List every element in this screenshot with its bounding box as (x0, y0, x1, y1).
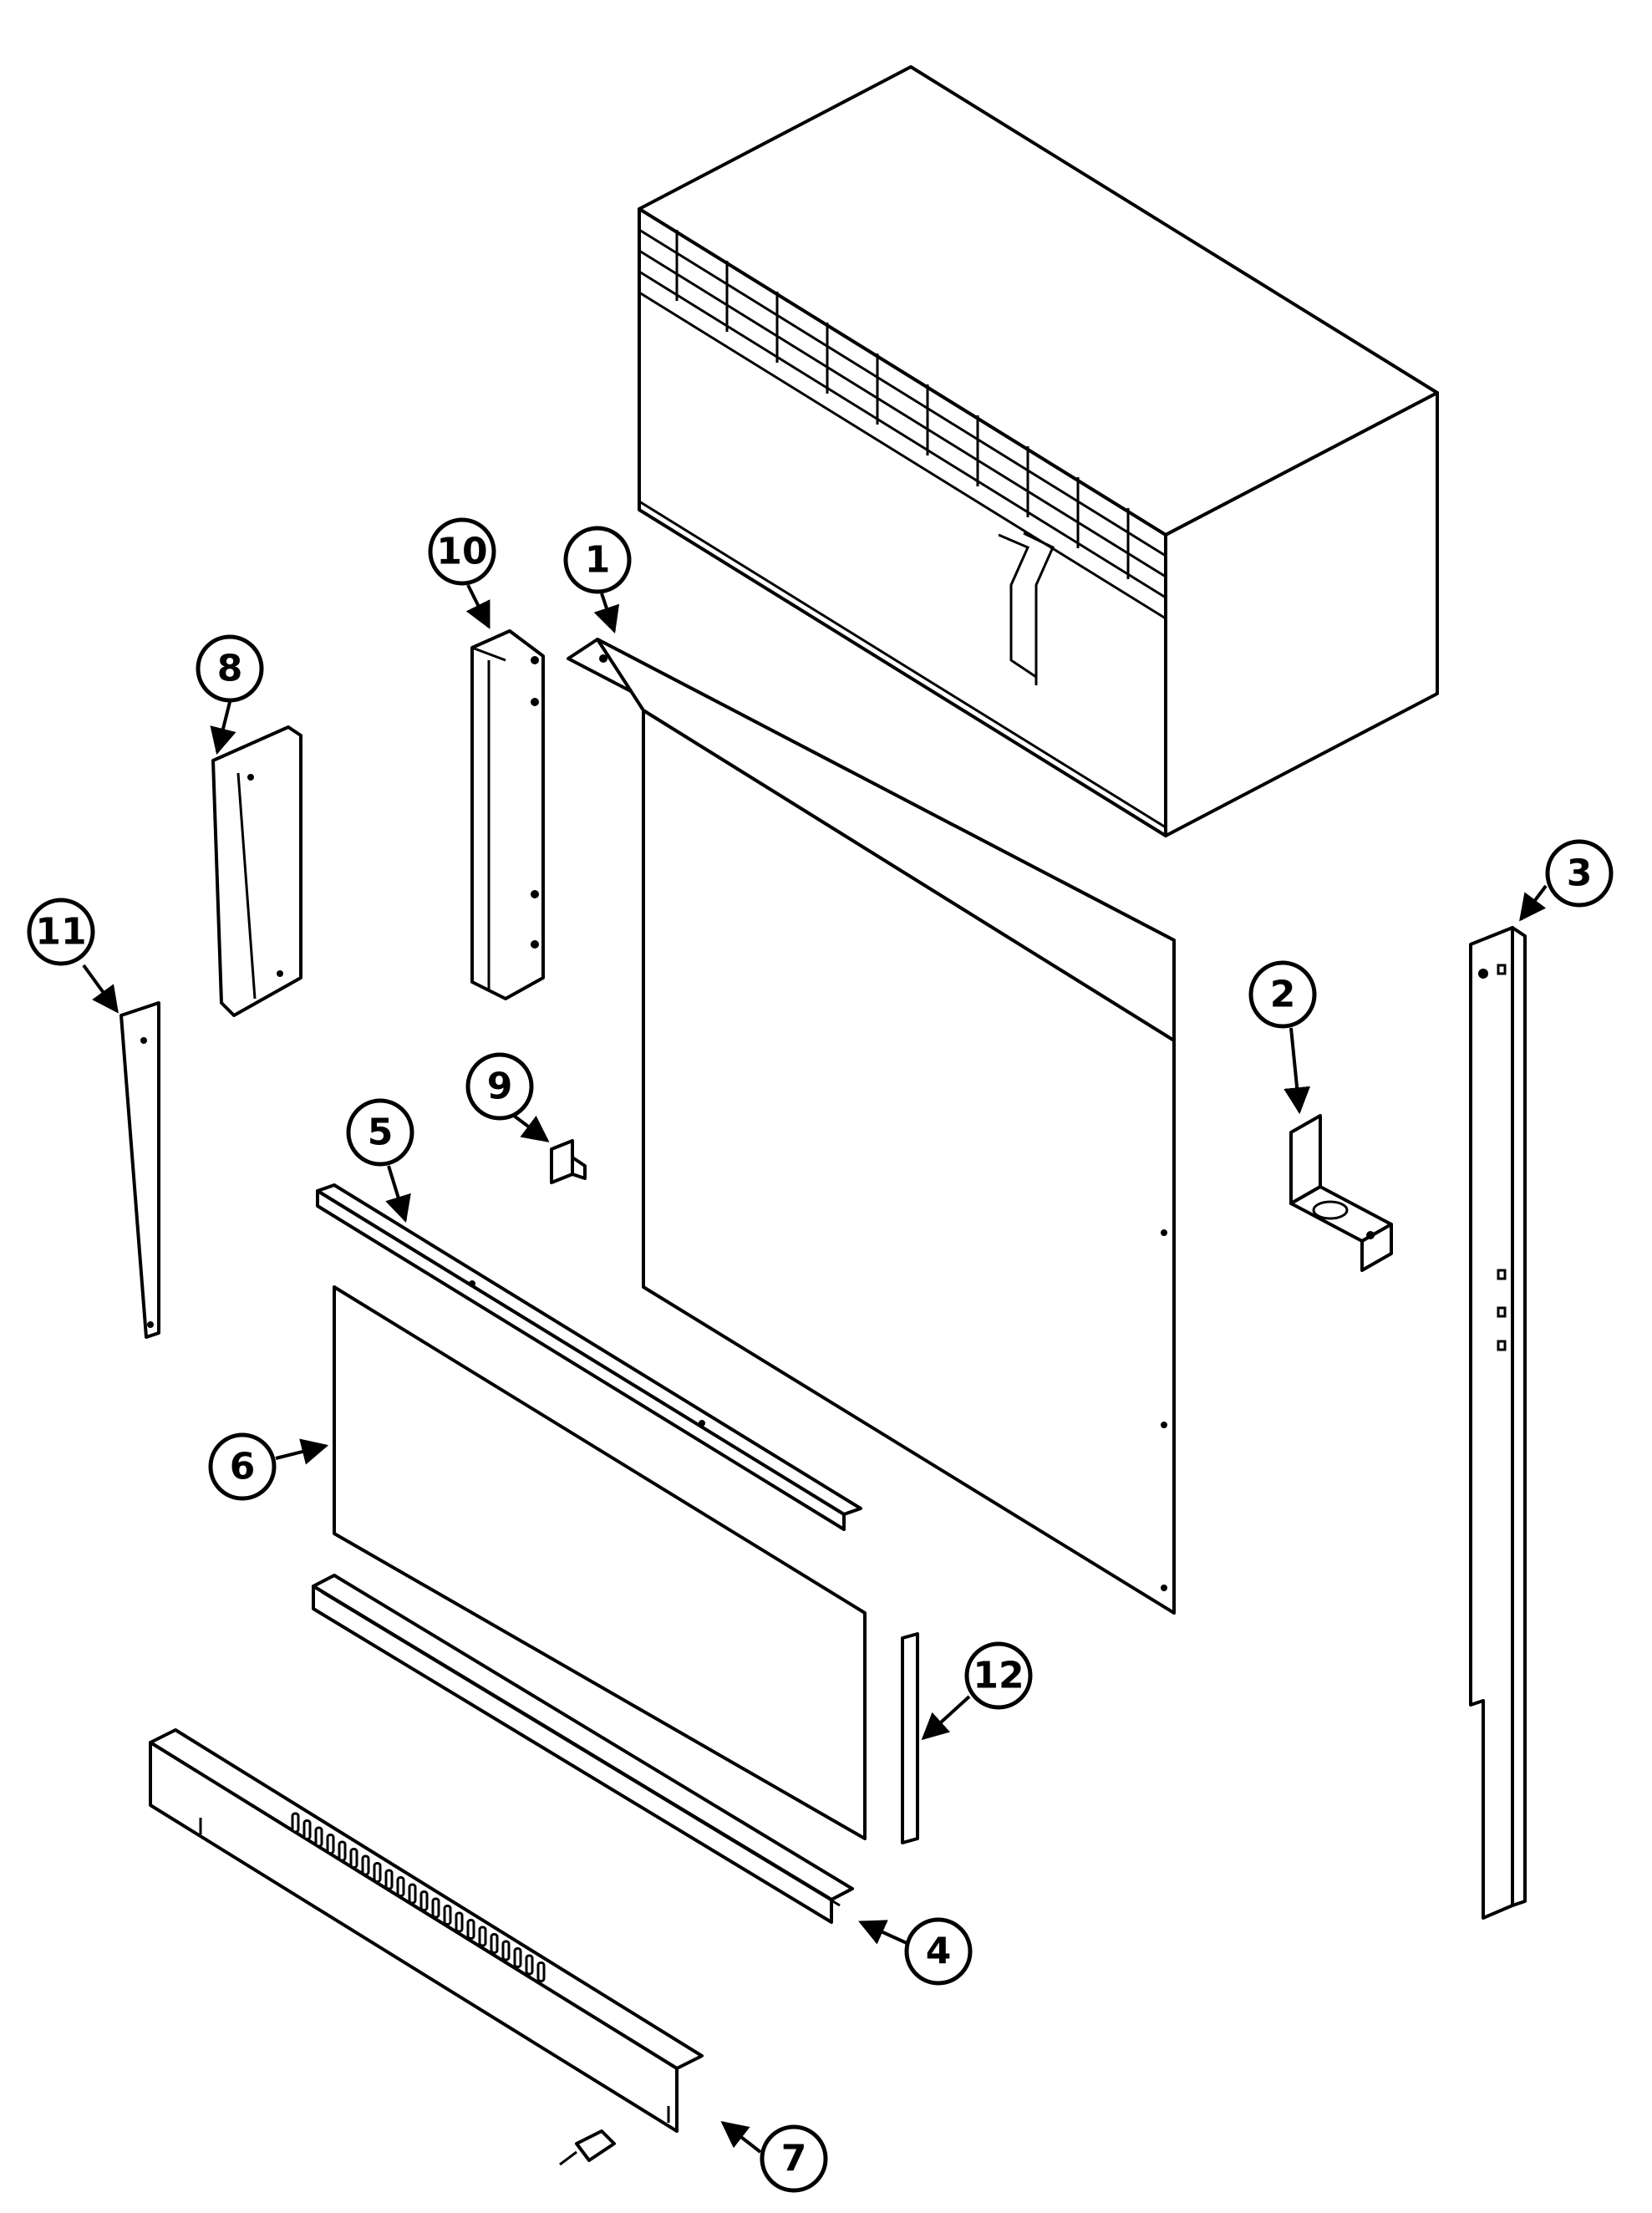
louver-slot (326, 1834, 335, 1854)
callout-7-label: 7 (781, 2138, 807, 2180)
callout-4: 4 (858, 1917, 973, 1986)
unit-handle (998, 532, 1055, 685)
louver-slot (431, 1897, 440, 1919)
part-6-front-panel (333, 1285, 867, 1840)
louver-slot (302, 1819, 312, 1840)
louver-slot (373, 1862, 382, 1883)
louver-slot (291, 1812, 300, 1834)
louver-slot (501, 1940, 511, 1961)
callout-4-label: 4 (926, 1931, 952, 1973)
callout-11: 11 (27, 898, 119, 1014)
callout-10: 10 (428, 517, 496, 629)
part-3-side-rail (1469, 926, 1527, 1920)
callout-2: 2 (1248, 960, 1317, 1115)
callout-7: 7 (720, 2121, 828, 2193)
callout-8-label: 8 (217, 648, 243, 690)
part-10-channel (470, 629, 545, 1000)
air-conditioner-unit (638, 65, 1439, 837)
callout-5-label: 5 (368, 1112, 394, 1154)
louver-slot (384, 1869, 394, 1890)
callout-6-label: 6 (230, 1446, 256, 1488)
louver-slot (349, 1848, 358, 1869)
louver-slot (525, 1954, 534, 1976)
callout-10-label: 10 (436, 531, 487, 573)
callout-9-label: 9 (487, 1066, 513, 1108)
callout-1-label: 1 (585, 539, 611, 582)
louver-slot (419, 1890, 429, 1911)
callout-8: 8 (196, 634, 264, 755)
callout-3: 3 (1519, 839, 1614, 922)
callout-12-label: 12 (973, 1655, 1024, 1697)
part-12-strip (901, 1632, 919, 1844)
part-2-bracket (1289, 1114, 1393, 1272)
callouts: 1 2 3 4 5 6 7 (27, 517, 1614, 2193)
louver-slot (396, 1876, 405, 1897)
part-9-clip (550, 1139, 587, 1184)
louver-slot (490, 1933, 499, 1954)
callout-11-label: 11 (35, 911, 86, 954)
louver-slot (408, 1883, 417, 1905)
callout-2-label: 2 (1270, 974, 1296, 1016)
louver-slot (361, 1854, 370, 1876)
fastener-screw (559, 2129, 616, 2166)
part-11-strip (119, 1001, 160, 1339)
unit-grille (638, 228, 1167, 829)
callout-9: 9 (465, 1052, 550, 1142)
part-5-upper-channel (316, 1183, 862, 1531)
louver-slot (455, 1911, 464, 1933)
kick-plate-louvers (291, 1812, 546, 1982)
louver-slot (466, 1919, 475, 1940)
callout-5: 5 (346, 1098, 414, 1224)
louver-slot (314, 1826, 323, 1848)
louver-slot (513, 1947, 522, 1968)
part-1-panel (567, 638, 1176, 1615)
part-4-lower-channel (312, 1574, 854, 1924)
louver-slot (443, 1905, 452, 1926)
callout-1: 1 (563, 526, 632, 634)
louver-slot (478, 1926, 487, 1947)
callout-3-label: 3 (1567, 852, 1593, 895)
callout-12: 12 (921, 1641, 1033, 1741)
part-8-bracket (211, 725, 302, 1017)
part-7-kick-plate (149, 1728, 704, 2133)
louver-slot (338, 1840, 347, 1862)
callout-6: 6 (208, 1432, 329, 1501)
louver-slot (536, 1961, 546, 1982)
